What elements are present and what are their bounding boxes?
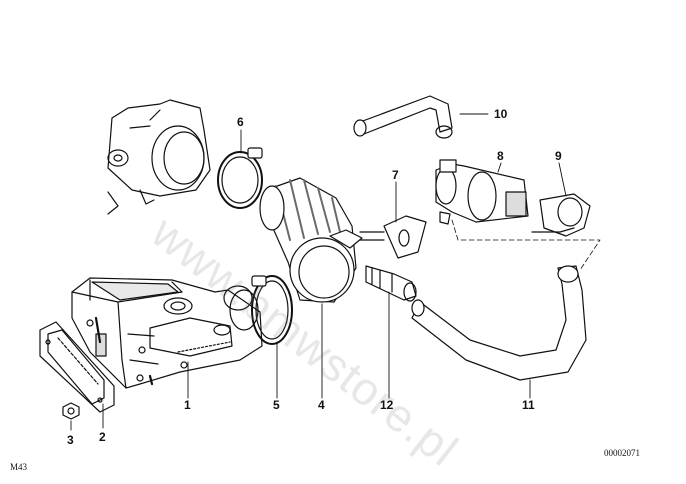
fitting bbox=[365, 265, 417, 302]
connector-plate bbox=[359, 215, 427, 259]
callout-12: 12 bbox=[380, 398, 394, 412]
callout-9: 9 bbox=[555, 149, 562, 163]
hose-clamp-upper bbox=[217, 147, 263, 209]
hose-lower bbox=[411, 265, 587, 381]
bracket bbox=[531, 193, 591, 237]
callout-1: 1 bbox=[184, 398, 191, 412]
callout-11: 11 bbox=[522, 398, 535, 412]
callout-4: 4 bbox=[318, 398, 325, 412]
idle-control-valve bbox=[435, 159, 529, 225]
nut bbox=[62, 402, 80, 420]
callout-5: 5 bbox=[273, 398, 280, 412]
hose-clamp-lower bbox=[251, 275, 293, 345]
callout-6: 6 bbox=[237, 115, 244, 129]
intake-boot bbox=[259, 177, 363, 303]
leader-lines bbox=[70, 113, 567, 431]
air-flow-meter bbox=[71, 277, 263, 389]
gasket bbox=[39, 321, 115, 413]
diagram-id: M43 bbox=[10, 462, 28, 472]
callout-3: 3 bbox=[67, 433, 74, 447]
callout-7: 7 bbox=[392, 168, 399, 182]
callout-10: 10 bbox=[494, 107, 508, 121]
drawing-number: 00002071 bbox=[604, 448, 640, 458]
throttle-housing bbox=[107, 99, 211, 215]
callout-8: 8 bbox=[497, 149, 504, 163]
callout-2: 2 bbox=[99, 430, 106, 444]
hose-upper bbox=[353, 95, 453, 139]
